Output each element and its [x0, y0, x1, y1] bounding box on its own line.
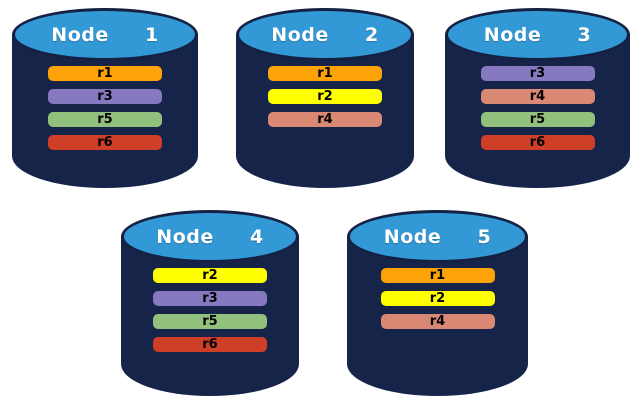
replica-bar-r5: r5 — [153, 314, 267, 329]
replica-label: r4 — [317, 112, 333, 127]
replica-label: r6 — [97, 135, 113, 150]
replica-bar-r6: r6 — [153, 337, 267, 352]
replica-label: r5 — [97, 112, 113, 127]
replica-bar-r6: r6 — [48, 135, 162, 150]
replica-label: r1 — [429, 268, 446, 283]
replica-bar-r1: r1 — [380, 268, 495, 283]
replica-label: r5 — [529, 112, 546, 127]
node-cylinder-2: Node 2 r1 r2 r4 — [236, 8, 414, 188]
replica-label: r6 — [529, 135, 546, 150]
node-title: Node 3 — [483, 23, 592, 46]
node-title: Node 2 — [271, 23, 379, 46]
cylinder-top-ellipse: Node 4 — [121, 210, 299, 263]
replica-bar-r3: r3 — [48, 89, 162, 104]
replica-bar-r5: r5 — [480, 112, 595, 127]
node-title: Node 1 — [51, 23, 159, 46]
cylinder-top-ellipse: Node 3 — [445, 8, 630, 61]
replica-bar-r2: r2 — [380, 291, 495, 306]
replica-bar-r4: r4 — [480, 89, 595, 104]
node-cylinder-3: Node 3 r3 r4 r5 r6 — [445, 8, 630, 188]
replica-bar-r4: r4 — [268, 112, 382, 127]
replica-label: r3 — [97, 89, 113, 104]
replica-label: r2 — [429, 291, 446, 306]
replica-label: r6 — [202, 337, 218, 352]
cylinder-top-ellipse: Node 2 — [236, 8, 414, 61]
replica-label: r5 — [202, 314, 218, 329]
cylinder-top-ellipse: Node 5 — [347, 210, 528, 263]
replica-label: r4 — [529, 89, 546, 104]
replica-label: r2 — [202, 268, 218, 283]
replica-label: r4 — [429, 314, 446, 329]
cylinder-top-ellipse: Node 1 — [12, 8, 198, 61]
replica-label: r3 — [529, 66, 546, 81]
replica-bar-r5: r5 — [48, 112, 162, 127]
replica-bar-r6: r6 — [480, 135, 595, 150]
replica-label: r1 — [97, 66, 113, 81]
node-title: Node 5 — [383, 225, 492, 248]
replica-bar-r3: r3 — [153, 291, 267, 306]
replica-bar-list: r1 r2 r4 — [347, 268, 528, 329]
node-cylinder-4: Node 4 r2 r3 r5 r6 — [121, 210, 299, 396]
replica-bar-r2: r2 — [268, 89, 382, 104]
replica-bar-r4: r4 — [380, 314, 495, 329]
replica-label: r3 — [202, 291, 218, 306]
replica-bar-list: r1 r2 r4 — [236, 66, 414, 127]
replica-label: r1 — [317, 66, 333, 81]
node-cylinder-1: Node 1 r1 r3 r5 r6 — [12, 8, 198, 188]
replica-bar-list: r3 r4 r5 r6 — [445, 66, 630, 150]
node-cylinder-5: Node 5 r1 r2 r4 — [347, 210, 528, 396]
replica-label: r2 — [317, 89, 333, 104]
replica-bar-r1: r1 — [48, 66, 162, 81]
replica-bar-list: r1 r3 r5 r6 — [12, 66, 198, 150]
replica-bar-r2: r2 — [153, 268, 267, 283]
replica-bar-r1: r1 — [268, 66, 382, 81]
replica-bar-list: r2 r3 r5 r6 — [121, 268, 299, 352]
replica-bar-r3: r3 — [480, 66, 595, 81]
node-title: Node 4 — [156, 225, 264, 248]
